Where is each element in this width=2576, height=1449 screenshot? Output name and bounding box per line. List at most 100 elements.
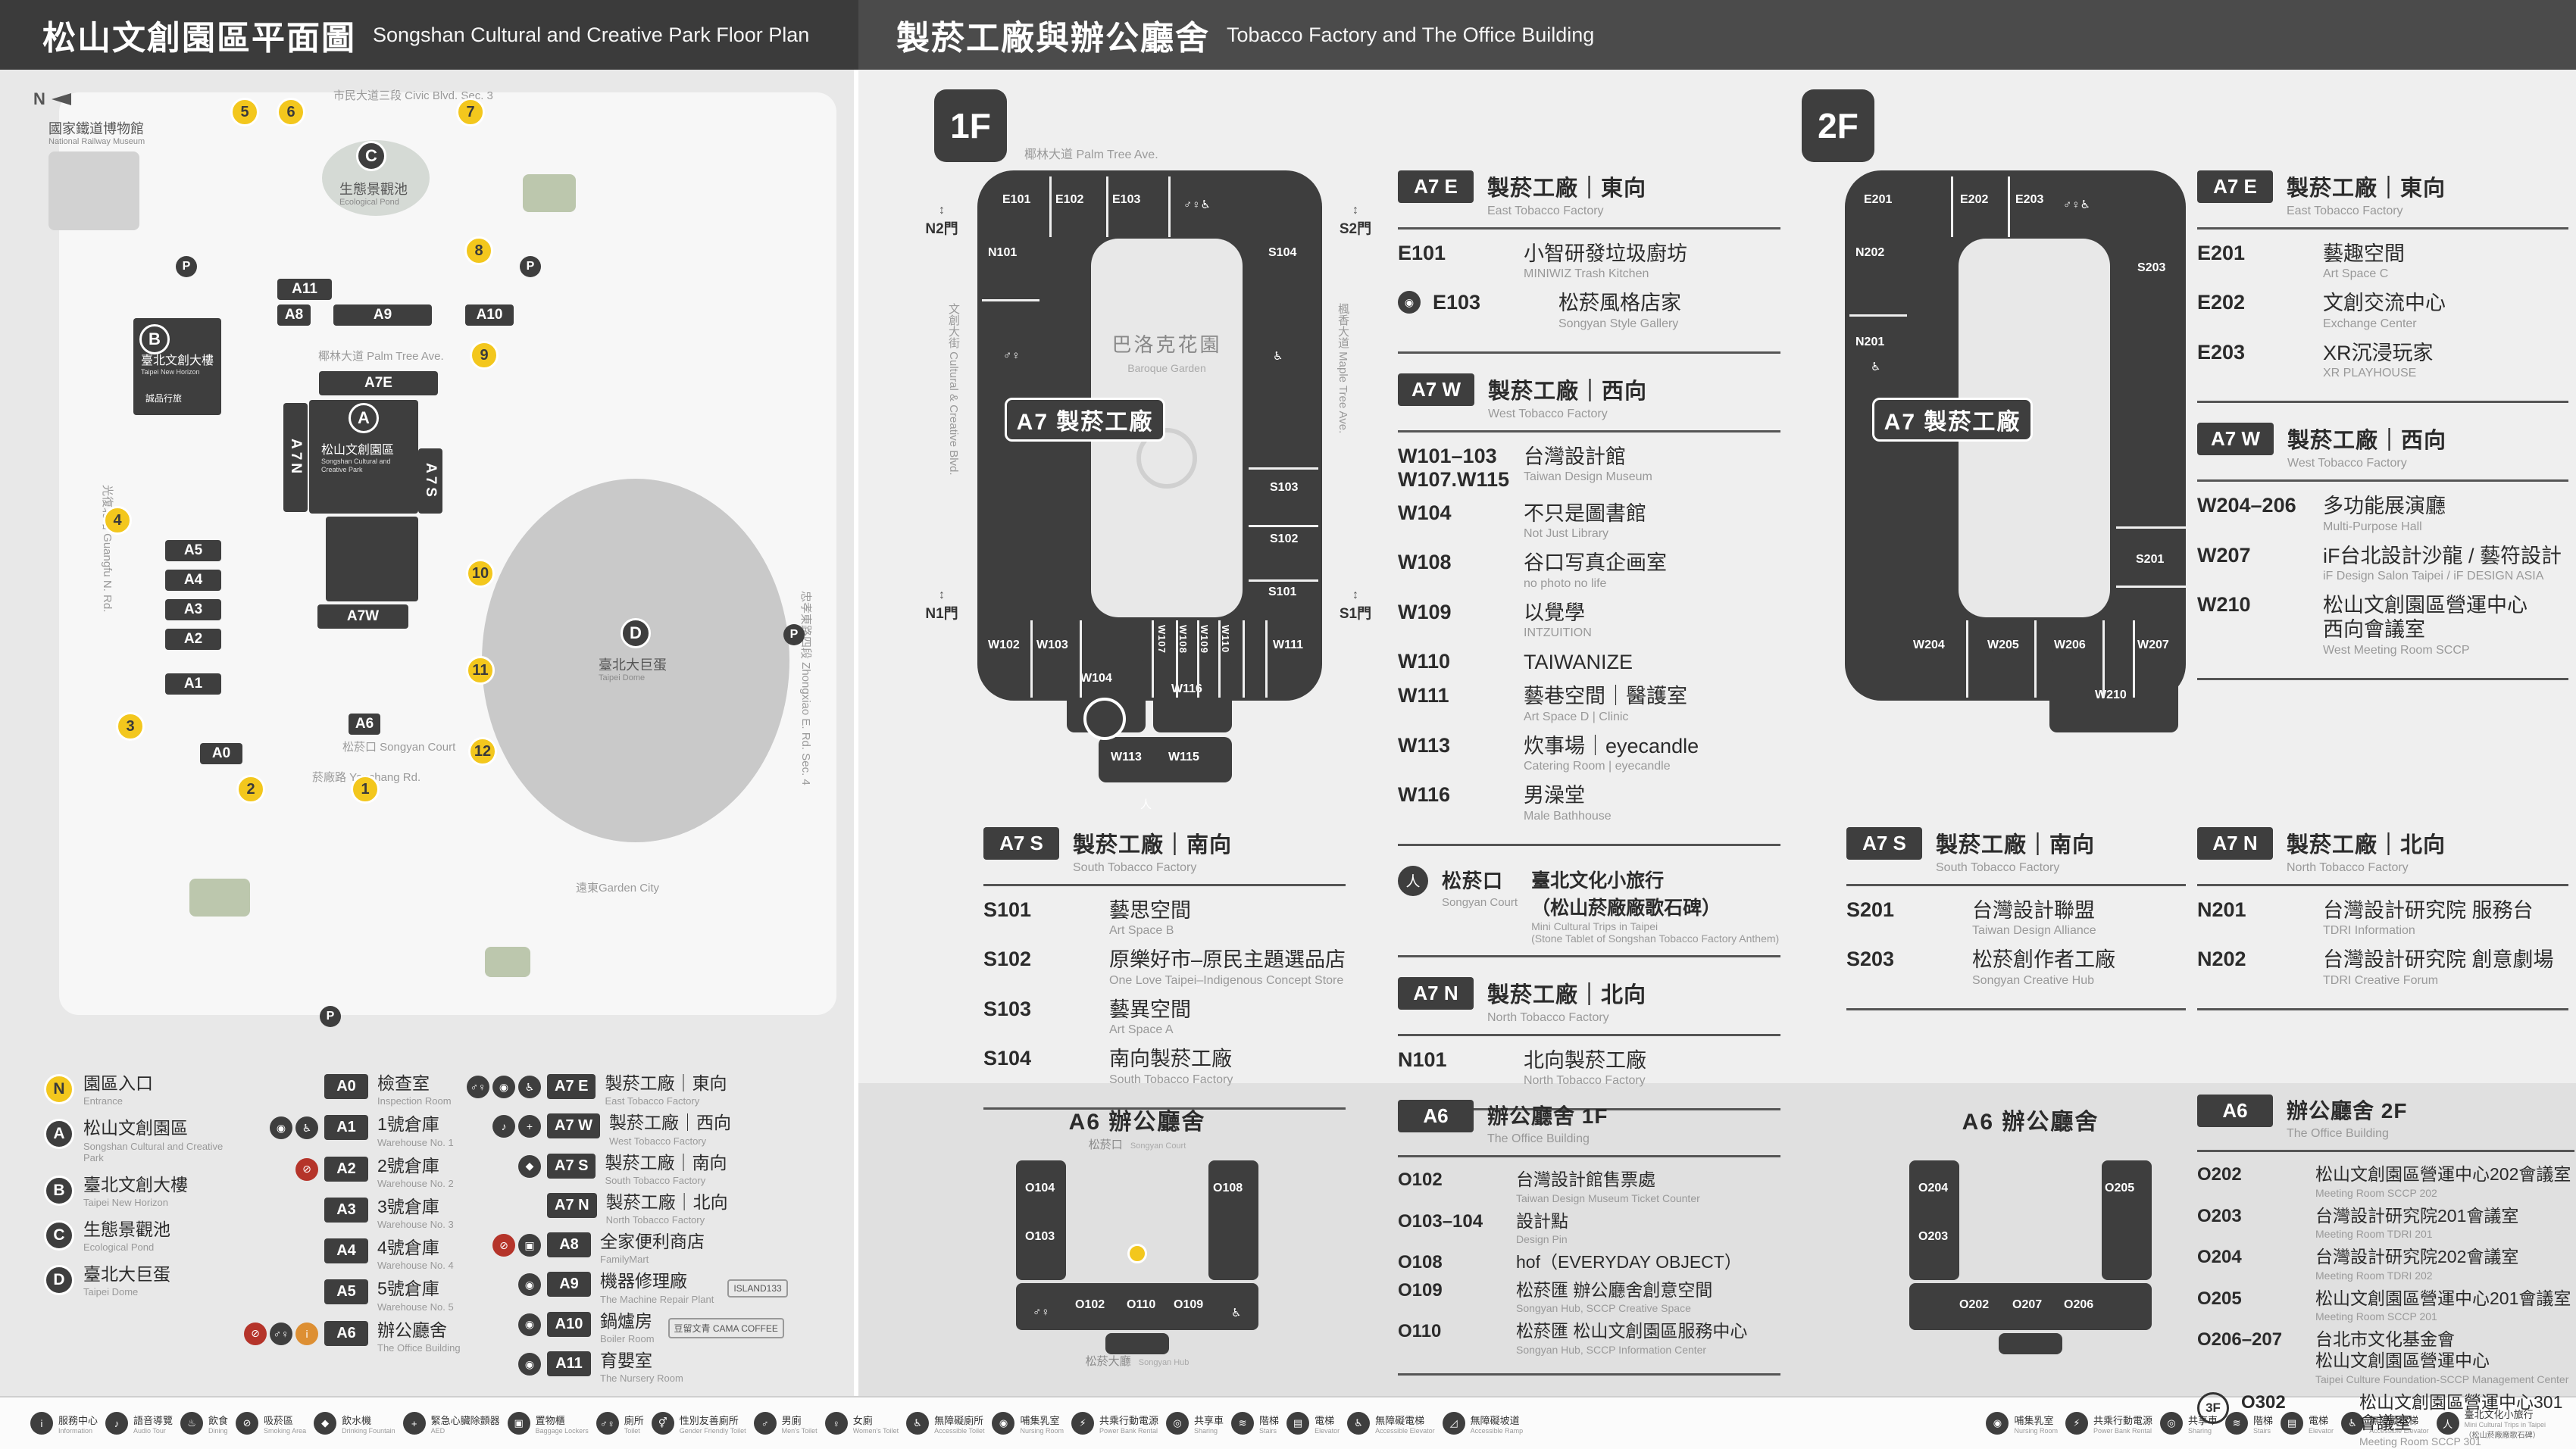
compass-arrow-icon	[51, 93, 71, 105]
wheelchair-icon: ♿	[1347, 1412, 1371, 1435]
legend-tenant-label: ISLAND133	[727, 1279, 788, 1298]
plan-room-N101: N101	[988, 246, 1018, 259]
panel-divider	[854, 70, 858, 1396]
entrance-dot	[1127, 1244, 1147, 1263]
section-badge-A7N: A7 N	[2197, 827, 2273, 860]
person-icon: 人	[1398, 865, 1428, 896]
plan-room-N202: N202	[1855, 246, 1885, 259]
sharing-icon: ◎	[2160, 1412, 2183, 1435]
toilet-icon: ♂♀	[467, 1076, 489, 1098]
legend-code-A7 N: A7 N	[547, 1192, 597, 1218]
stairs-icon: ≋	[2225, 1412, 2249, 1435]
plan-room-O204: O204	[1918, 1182, 1949, 1194]
factory-title-en: Tobacco Factory and The Office Building	[1227, 23, 1595, 46]
green-area	[189, 879, 250, 917]
legend-badge-B: B	[44, 1175, 74, 1206]
legend-code-A2: A2	[324, 1156, 368, 1182]
info-icon: i	[295, 1322, 318, 1345]
powerbank-icon: ⚡	[2065, 1412, 2088, 1435]
parking-icon: P	[320, 1006, 341, 1027]
songyan-hub-label: 松菸大廳 Songyan Hub	[1016, 1353, 1258, 1369]
water-icon: ◆	[314, 1412, 337, 1435]
railway-museum-shape	[48, 151, 139, 230]
street-maple-tree-ave: 楓香大道 Maple Tree Ave.	[1336, 303, 1349, 434]
map-label: 忠孝東路四段 Zhongxiao E. Rd. Sec. 4	[799, 591, 812, 785]
plan-room-W107: W107	[1156, 625, 1168, 654]
locker-icon: ▣	[518, 1234, 541, 1257]
plan-room-S102: S102	[1270, 532, 1299, 545]
songyan-hub-zh: 松菸大廳	[1085, 1355, 1131, 1368]
sharing-icon: ◎	[1166, 1412, 1190, 1435]
plan-room-W204: W204	[1913, 639, 1945, 651]
map-building-A4: A4	[165, 570, 221, 591]
factory-title-zh: 製菸工廠與辦公廳舍	[896, 20, 1210, 57]
wheelchair-icon: ♿	[518, 1076, 541, 1098]
map-building-A7W: A7W	[317, 604, 408, 629]
legend-badge-N: N	[44, 1074, 74, 1104]
plan-room-S201: S201	[2136, 553, 2165, 566]
floor-1f-badge: 1F	[934, 89, 1007, 162]
facility-icon: ♂♀♿	[2063, 198, 2090, 211]
legend-badge-D: D	[44, 1265, 74, 1296]
gate-S1門: ↕S1門	[1339, 589, 1372, 622]
plan-room-O108: O108	[1213, 1182, 1243, 1194]
map-entrance-12: 12	[468, 737, 497, 766]
aed-icon: +	[402, 1412, 426, 1435]
trip-icon: 人	[2436, 1412, 2459, 1435]
songyan-court-label: 松菸口 Songyan Court	[1016, 1136, 1258, 1152]
nursing-icon: ◉	[270, 1116, 292, 1140]
plan-room-O110: O110	[1127, 1298, 1156, 1311]
door-arrow-icon: ↕	[1352, 589, 1358, 601]
map-building-A6: A6	[349, 714, 380, 735]
courtyard-label-en: Baroque Garden	[1127, 362, 1206, 374]
elevator-icon: ▤	[1286, 1412, 1310, 1435]
map-entrance-5: 5	[230, 98, 259, 126]
aed-icon: +	[518, 1115, 541, 1138]
map-building-A8: A8	[277, 304, 311, 326]
legend-badge-A: A	[44, 1119, 74, 1150]
taipei-dome-shape	[482, 479, 789, 842]
stairs-icon: ≋	[1231, 1412, 1255, 1435]
gate-N1門: ↕N1門	[925, 589, 958, 622]
legend-code-A10: A10	[547, 1311, 591, 1337]
map-building-A7N: A7N	[283, 403, 308, 512]
parking-icon: P	[520, 256, 541, 277]
nursing-icon: ◉	[1398, 291, 1421, 314]
plan-room-W210: W210	[2095, 689, 2127, 701]
